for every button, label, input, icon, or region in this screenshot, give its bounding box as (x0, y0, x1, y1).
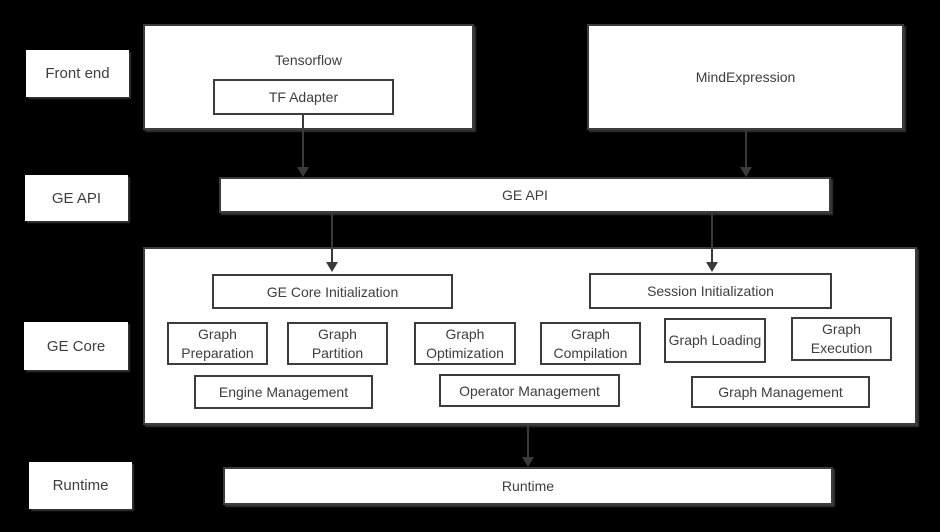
module-graph-preparation-label: Graph Preparation (181, 325, 254, 361)
layer-label-front-end-text: Front end (45, 65, 110, 82)
operator-management-label: Operator Management (459, 382, 600, 399)
arrow-ge-core-to-runtime (522, 425, 534, 467)
layer-label-ge-core: GE Core (24, 322, 128, 370)
layer-label-ge-api-text: GE API (51, 189, 102, 207)
session-initialization-box: Session Initialization (589, 273, 832, 309)
tf-adapter-label: TF Adapter (268, 89, 339, 105)
tensorflow-title: Tensorflow (275, 52, 342, 68)
graph-management-box: Graph Management (691, 376, 870, 408)
module-graph-partition-label: Graph Partition (311, 325, 364, 361)
ge-api-bar-label: GE API (502, 187, 548, 203)
ge-api-bar: GE API (219, 177, 831, 213)
mindexpression-panel: MindExpression (587, 24, 904, 130)
layer-label-ge-core-text: GE Core (46, 337, 106, 355)
module-graph-execution-label: Graph Execution (810, 321, 873, 356)
engine-management-label: Engine Management (218, 384, 349, 400)
module-graph-preparation: Graph Preparation (167, 322, 268, 365)
operator-management-box: Operator Management (439, 374, 620, 407)
layer-label-ge-api: GE API (25, 175, 128, 221)
ge-core-initialization-box: GE Core Initialization (212, 274, 453, 309)
module-graph-optimization-label: Graph Optimization (426, 325, 504, 361)
layer-label-front-end: Front end (26, 50, 129, 97)
engine-management-box: Engine Management (194, 375, 373, 409)
arrow-tf-adapter-to-ge-api (297, 115, 309, 177)
module-graph-optimization: Graph Optimization (414, 322, 516, 365)
tf-adapter-box: TF Adapter (213, 79, 394, 115)
module-graph-compilation-label: Graph Compilation (553, 325, 628, 361)
mindexpression-label: MindExpression (695, 69, 796, 85)
layer-label-runtime: Runtime (29, 462, 132, 509)
arrow-mindexpression-to-ge-api (740, 130, 752, 177)
tensorflow-panel: Tensorflow TF Adapter (143, 24, 474, 130)
layer-label-runtime-text: Runtime (52, 477, 109, 494)
runtime-bar-label: Runtime (501, 478, 555, 494)
arrow-ge-api-to-session-initialization (706, 213, 718, 272)
runtime-bar: Runtime (223, 467, 833, 505)
module-graph-execution: Graph Execution (791, 317, 892, 361)
arrow-ge-api-to-ge-core-initialization (326, 213, 338, 272)
module-graph-compilation: Graph Compilation (540, 322, 641, 365)
graph-management-label: Graph Management (718, 384, 843, 400)
ge-core-initialization-label: GE Core Initialization (266, 283, 399, 300)
session-initialization-label: Session Initialization (647, 283, 774, 299)
ge-core-container: GE Core Initialization Session Initializ… (143, 247, 917, 425)
module-graph-loading: Graph Loading (664, 318, 766, 363)
module-graph-loading-label: Graph Loading (668, 332, 762, 349)
module-graph-partition: Graph Partition (287, 322, 388, 365)
